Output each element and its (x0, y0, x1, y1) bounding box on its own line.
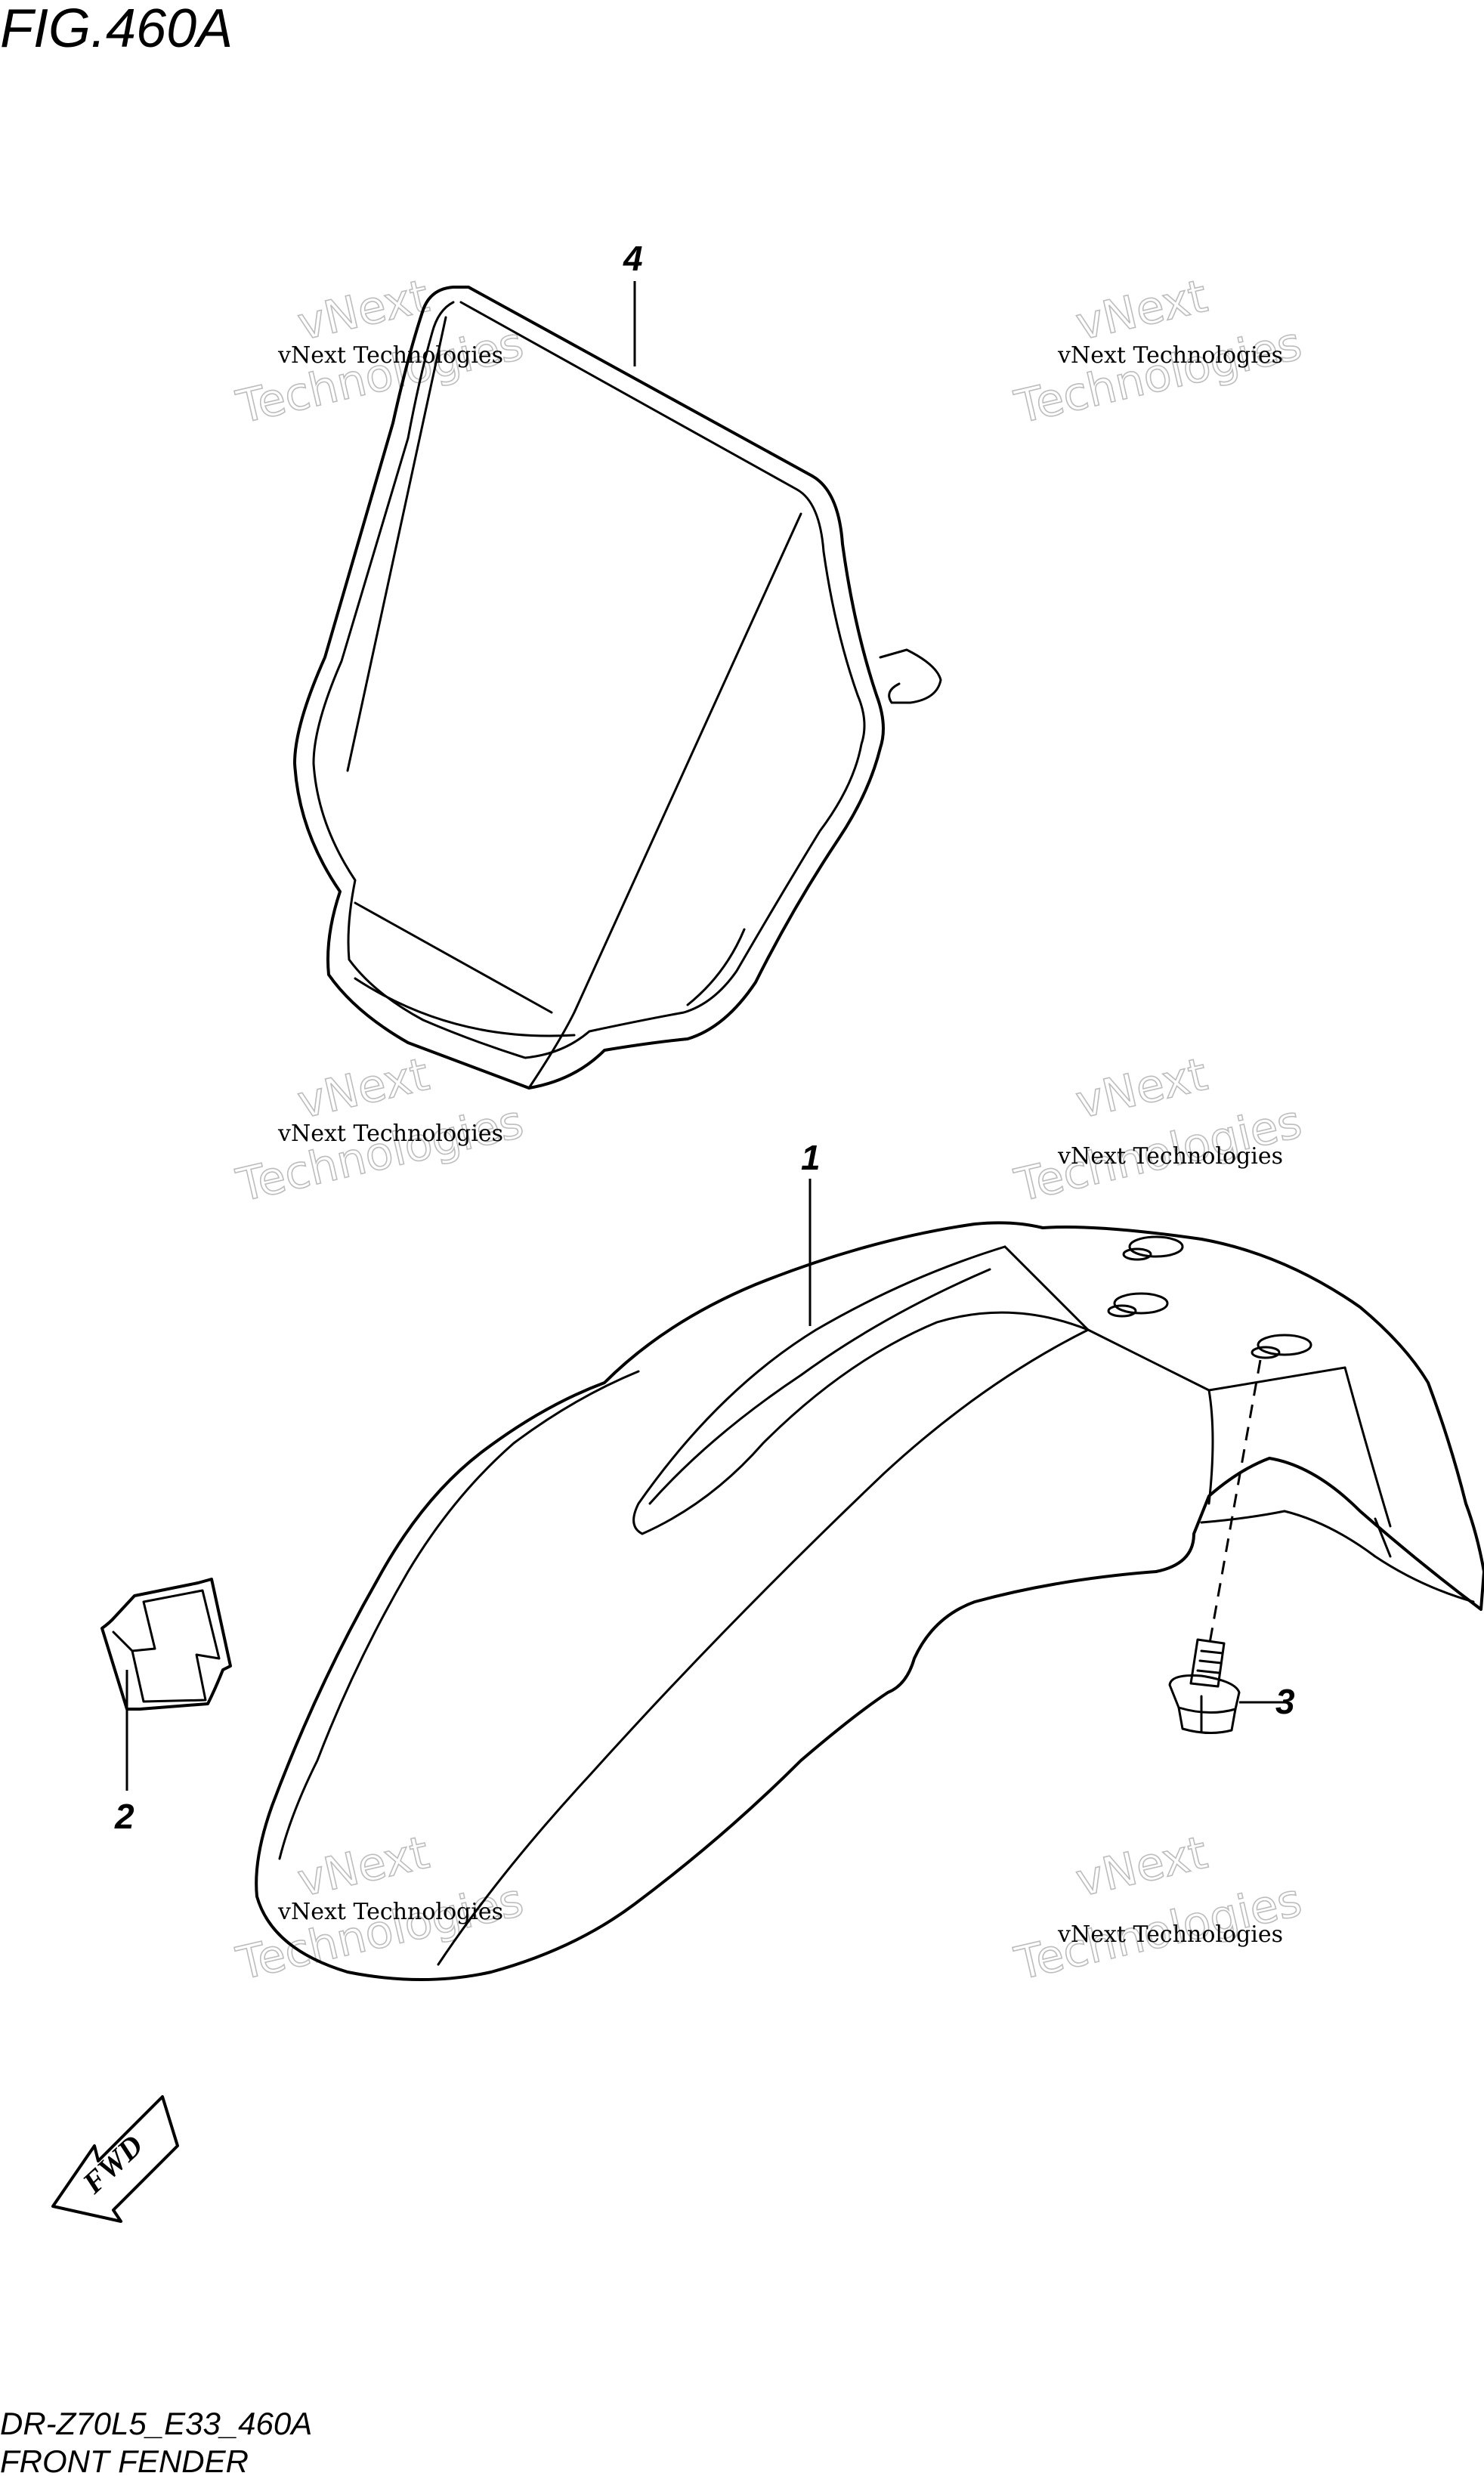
watermark-small: vNext Technologies (277, 1899, 503, 1925)
callout-2: 2 (114, 1797, 134, 1836)
watermark-small: vNext Technologies (277, 1121, 503, 1147)
watermark-big-line1: vNext (1071, 1826, 1213, 1908)
mount-hole-2-inner (1122, 1247, 1152, 1261)
watermark-big-line1: vNext (1071, 270, 1213, 351)
watermark-big-line1: vNext (293, 1826, 434, 1908)
emblem-part[interactable] (100, 1578, 232, 1711)
callout-3: 3 (1275, 1682, 1295, 1721)
bolt-part[interactable] (1168, 1638, 1241, 1735)
front-fender-part[interactable] (255, 1221, 1484, 1981)
watermark-small: vNext Technologies (1057, 342, 1283, 369)
figure-code: DR-Z70L5_E33_460A (0, 2406, 312, 2441)
mount-hole-3-inner (1251, 1346, 1281, 1359)
watermark-big-line2: Technologies (1010, 317, 1306, 434)
fwd-label: FWD (76, 2128, 150, 2201)
callout-4: 4 (623, 239, 643, 278)
callout-1: 1 (801, 1138, 821, 1177)
watermark-bottom-right: vNext Technologies vNext Technologies (1009, 1825, 1307, 1991)
watermark-big-line1: vNext (293, 1048, 434, 1130)
figure-name: FRONT FENDER (0, 2444, 249, 2476)
watermark-small: vNext Technologies (277, 342, 503, 369)
mount-hole-1-inner (1107, 1304, 1137, 1318)
watermark-mid-right: vNext Technologies vNext Technologies (1009, 1047, 1307, 1213)
watermark-big-line2: Technologies (232, 1096, 528, 1213)
mount-hole-2 (1128, 1235, 1184, 1258)
watermark-top-right: vNext Technologies vNext Technologies (1009, 269, 1307, 434)
mount-hole-1 (1113, 1292, 1169, 1315)
watermark-small: vNext Technologies (1057, 1143, 1283, 1170)
fwd-arrow: FWD (51, 2095, 179, 2223)
watermark-small: vNext Technologies (1057, 1921, 1283, 1948)
watermark-big-line2: Technologies (232, 317, 528, 434)
mount-hole-3 (1257, 1334, 1312, 1356)
watermark-big-line1: vNext (1071, 1048, 1213, 1130)
number-plate-part[interactable] (293, 286, 942, 1090)
figure-title: FIG.460A (0, 0, 233, 59)
watermark-bottom-left: vNext Technologies vNext Technologies (231, 1825, 529, 1991)
bolt-axis-line (1207, 1359, 1262, 1648)
